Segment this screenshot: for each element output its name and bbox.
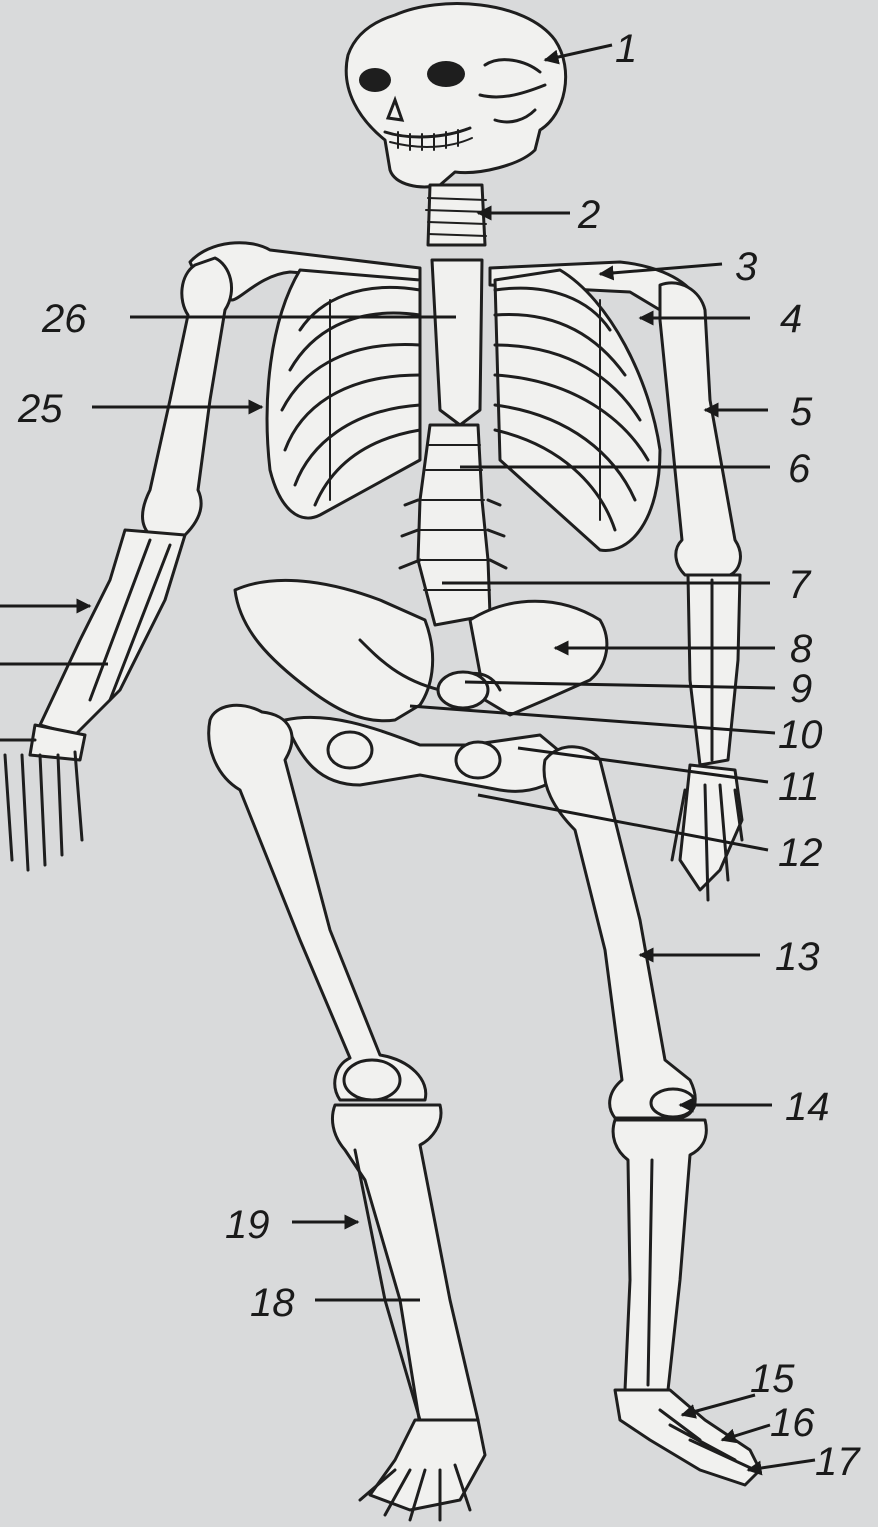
- label-1: 1: [615, 27, 637, 71]
- sternum: [432, 260, 482, 425]
- right-orbit: [427, 61, 465, 87]
- label-13: 13: [775, 935, 820, 979]
- label-12: 12: [778, 831, 823, 875]
- left-arm: [0, 258, 232, 870]
- label-7: 7: [788, 563, 812, 607]
- label-18: 18: [250, 1281, 295, 1325]
- cervical-vertebrae: [426, 185, 488, 245]
- label-9: 9: [790, 667, 812, 711]
- label-16: 16: [770, 1401, 815, 1445]
- right-obturator: [456, 742, 500, 778]
- left-patella: [344, 1060, 400, 1100]
- label-26: 26: [41, 297, 87, 341]
- left-obturator: [328, 732, 372, 768]
- right-patella: [651, 1089, 695, 1117]
- label-10: 10: [778, 713, 823, 757]
- hip-socket: [438, 672, 488, 708]
- label-4: 4: [780, 297, 802, 341]
- label-15: 15: [750, 1357, 795, 1401]
- label-19: 19: [225, 1203, 270, 1247]
- skull: [346, 4, 565, 187]
- label-11: 11: [778, 765, 820, 809]
- left-orbit: [359, 68, 391, 92]
- label-3: 3: [735, 245, 757, 289]
- label-8: 8: [790, 627, 813, 671]
- label-14: 14: [785, 1085, 830, 1129]
- label-17: 17: [815, 1440, 861, 1484]
- label-6: 6: [788, 447, 811, 491]
- label-2: 2: [577, 193, 600, 237]
- label-25: 25: [17, 387, 63, 431]
- leader-15: [682, 1395, 755, 1415]
- left-leg: [209, 705, 485, 1520]
- right-arm: [660, 283, 742, 900]
- label-5: 5: [790, 390, 813, 434]
- leader-16: [722, 1425, 770, 1440]
